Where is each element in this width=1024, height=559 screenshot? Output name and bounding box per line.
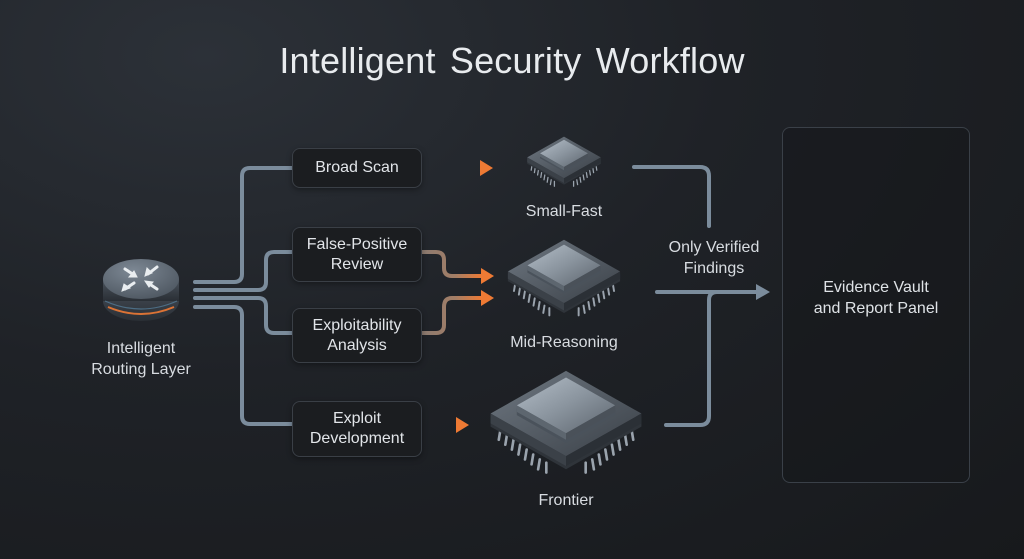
merge-arrowhead [756,284,770,300]
arrowhead-exploitability [481,290,494,306]
arrowhead-false-positive [481,268,494,284]
task-label-line1: False-Positive [306,235,408,253]
task-label-line1: Exploit [332,410,382,427]
verified-findings-label: Only Verified Findings [650,237,778,279]
routing-layer-node[interactable] [100,255,182,325]
model-small-fast[interactable] [524,134,604,192]
vault-label-line2: and Report Panel [813,300,939,317]
wire-router-false-positive [193,250,294,292]
arrowhead-broad-scan [480,160,493,176]
merge-label-line2: Findings [683,260,745,277]
wire-router-broad-scan [193,166,294,284]
task-label-line2: Review [330,255,384,273]
evidence-vault-panel[interactable]: Evidence Vault and Report Panel [782,127,970,483]
wire-router-exploitability [193,296,294,335]
arrowhead-exploit-dev [456,417,469,433]
task-broad-scan[interactable]: Broad Scan [292,148,422,188]
arrow-exploitability [420,296,484,335]
chip-icon [526,135,602,187]
model-label-frontier: Frontier [538,492,594,509]
vault-label-line1: Evidence Vault [823,279,929,296]
task-label-line1: Exploitability [312,316,402,334]
chip-icon [489,369,643,474]
model-mid-reasoning[interactable] [503,236,625,324]
wire-router-exploit-dev [193,305,294,426]
merge-label-line1: Only Verified [668,239,760,256]
task-label-line2: Development [309,430,405,447]
wire-frontier-merge [664,290,719,427]
diagram-title: Intelligent Security Workflow [279,40,745,81]
task-exploit-development[interactable]: Exploit Development [292,401,422,457]
routing-layer-label: Intelligent Routing Layer [78,338,204,380]
arrow-false-positive [420,250,484,278]
routing-label-line2: Routing Layer [91,361,191,378]
model-label-small-fast: Small-Fast [525,203,603,220]
chip-icon [506,238,622,317]
task-false-positive-review[interactable]: False-Positive Review [292,227,422,282]
routing-label-line1: Intelligent [106,340,176,357]
wire-small-fast-merge [632,165,711,228]
model-frontier[interactable] [484,366,648,484]
task-exploitability-analysis[interactable]: Exploitability Analysis [292,308,422,363]
task-label: Broad Scan [315,159,399,176]
task-label-line2: Analysis [327,336,387,354]
model-label-mid-reasoning: Mid-Reasoning [510,334,618,351]
routing-arrows-icon [103,259,179,321]
